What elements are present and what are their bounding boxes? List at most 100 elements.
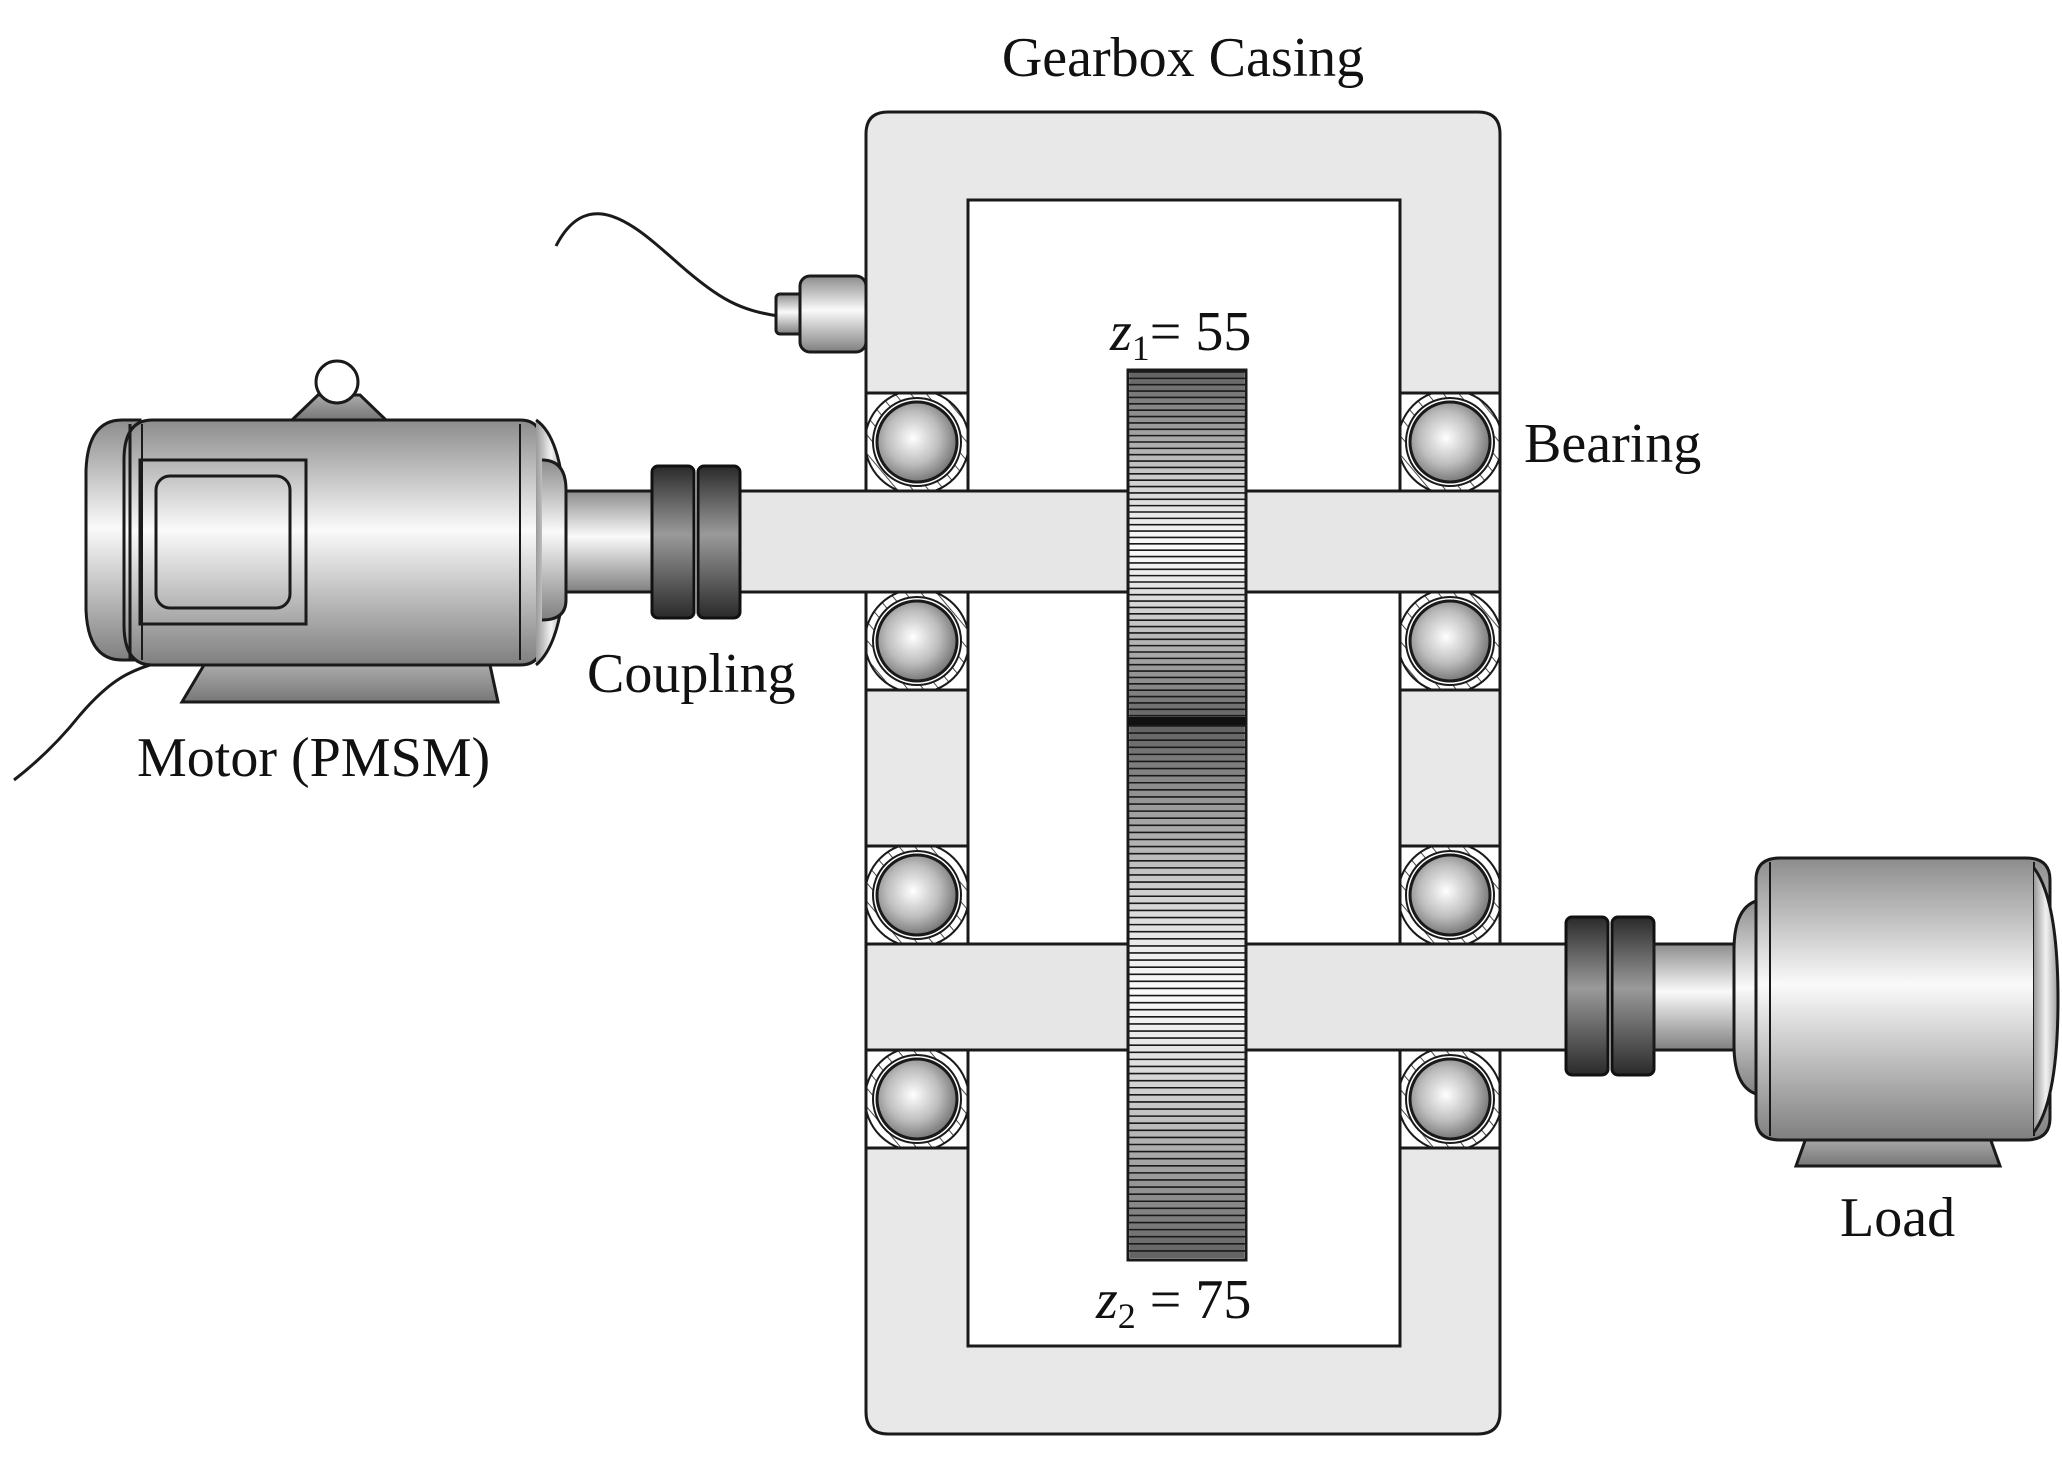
gear-tooth	[1130, 853, 1244, 861]
gear-tooth	[1130, 372, 1244, 379]
gear-tooth	[1130, 1151, 1244, 1159]
gear-tooth	[1130, 391, 1244, 398]
gear-tooth	[1130, 671, 1244, 678]
gear-tooth	[1130, 782, 1244, 790]
gear-tooth	[1130, 761, 1244, 769]
gear-tooth	[1130, 938, 1244, 946]
gear-tooth	[1130, 1194, 1244, 1202]
output-coupling	[1564, 915, 1736, 1077]
gear-tooth	[1130, 601, 1244, 608]
gear-tooth	[1130, 1059, 1244, 1067]
bearing-seat-outline	[1398, 844, 1502, 946]
gear-tooth	[1130, 410, 1244, 417]
gear-tooth	[1130, 804, 1244, 812]
gear-tooth	[1130, 677, 1244, 684]
gear-tooth	[1130, 839, 1244, 847]
gear-tooth	[1130, 1130, 1244, 1138]
gear-tooth	[1130, 974, 1244, 982]
gear-tooth	[1130, 846, 1244, 854]
gear-tooth	[1130, 422, 1244, 430]
gear-tooth	[1130, 1101, 1244, 1110]
gear-tooth	[1130, 537, 1244, 544]
bearing-seat-outline	[1398, 391, 1502, 493]
gear-tooth	[1130, 811, 1244, 819]
gear-tooth	[1130, 416, 1244, 423]
gear-tooth	[1130, 492, 1244, 500]
gear-tooth	[1130, 1236, 1244, 1244]
gear-tooth	[1130, 726, 1244, 734]
gear-tooth	[1130, 882, 1244, 890]
gear-tooth	[1130, 467, 1244, 474]
coupling-label: Coupling	[587, 643, 795, 705]
gear-tooth	[1130, 384, 1244, 392]
gear-tooth	[1130, 733, 1244, 741]
bearing-ball	[1408, 400, 1492, 484]
gear-tooth	[1130, 690, 1244, 697]
bearing-ball	[875, 400, 959, 484]
gear-tooth	[1130, 952, 1244, 961]
bearing-seat-outline	[864, 844, 970, 946]
gear-tooth	[1130, 924, 1244, 932]
gear-tooth	[1130, 1031, 1244, 1039]
gear-tooth	[1130, 556, 1244, 563]
gear-tooth	[1130, 429, 1244, 436]
gear-tooth	[1130, 1222, 1244, 1230]
bearing	[1398, 1048, 1502, 1150]
gear-tooth	[1130, 632, 1244, 640]
gear-tooth	[1130, 1179, 1244, 1188]
gear-tooth	[1130, 960, 1244, 968]
load-label: Load	[1840, 1187, 1955, 1249]
gear-tooth	[1130, 639, 1244, 646]
gear-tooth	[1130, 1009, 1244, 1017]
gear-tooth	[1130, 702, 1244, 710]
load-machine-icon	[1732, 856, 2060, 1168]
gear-tooth	[1130, 1038, 1244, 1046]
gear-tooth	[1130, 910, 1244, 918]
gear-tooth	[1130, 709, 1244, 716]
gear-tooth	[1130, 461, 1244, 468]
gear-tooth	[1130, 448, 1244, 455]
gear-tooth	[1130, 1123, 1244, 1131]
gear-tooth	[1130, 594, 1244, 602]
gear-tooth	[1130, 664, 1244, 672]
gear-tooth	[1130, 518, 1244, 525]
bearing-ball	[1408, 1057, 1492, 1141]
gear-tooth	[1130, 1094, 1244, 1102]
gear-tooth	[1130, 1137, 1244, 1145]
gear-tooth	[1130, 486, 1244, 493]
gear-z1-teeth	[1128, 371, 1246, 722]
gear-z2-value: = 75	[1136, 1269, 1252, 1331]
electric-motor-icon	[13, 359, 658, 782]
gear-tooth	[1130, 867, 1244, 875]
gear-tooth	[1130, 658, 1244, 665]
bearing	[1398, 391, 1502, 493]
gear-tooth	[1130, 1243, 1244, 1251]
gear-tooth	[1130, 1187, 1244, 1195]
gear-tooth	[1130, 1172, 1244, 1180]
gear-tooth	[1130, 543, 1244, 551]
gear-tooth	[1130, 889, 1244, 897]
gear-tooth	[1130, 435, 1244, 442]
gear-tooth	[1130, 1229, 1244, 1237]
gear-tooth	[1130, 931, 1244, 939]
gear-tooth	[1130, 1144, 1244, 1152]
input-coupling	[650, 464, 742, 620]
gear-z1-value: = 55	[1150, 301, 1252, 363]
gear-tooth	[1130, 1080, 1244, 1088]
gear-tooth	[1130, 1073, 1244, 1081]
gear-tooth	[1130, 645, 1244, 652]
gear-tooth	[1130, 620, 1244, 627]
gear-tooth	[1130, 524, 1244, 532]
gear-tooth	[1130, 1087, 1244, 1095]
bearings	[864, 391, 1502, 1150]
bearing-seat-outline	[864, 1048, 970, 1150]
gear-tooth	[1130, 775, 1244, 783]
gear-tooth	[1130, 454, 1244, 462]
gear-tooth	[1130, 789, 1244, 797]
gear-tooth	[1130, 569, 1244, 576]
bearing	[864, 844, 970, 946]
gear-z1-variable: z	[1109, 301, 1132, 363]
gear-tooth	[1130, 1109, 1244, 1117]
